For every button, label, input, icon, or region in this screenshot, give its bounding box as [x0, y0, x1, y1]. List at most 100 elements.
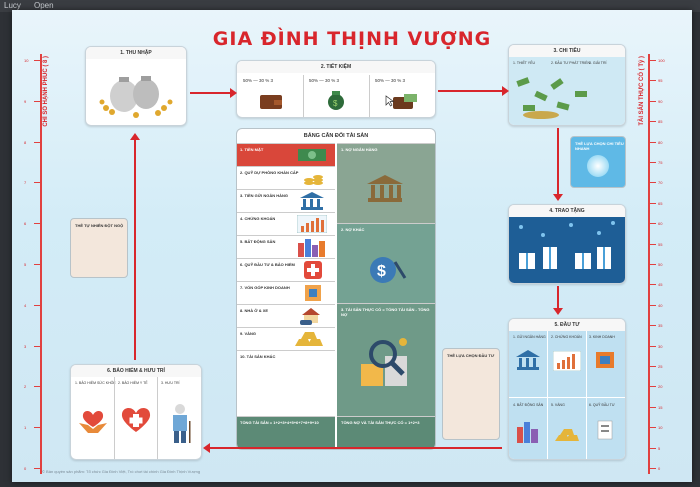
spending-card-title: 3. CHI TIÊU: [509, 45, 625, 57]
browser-bar: Lucy Open: [0, 0, 700, 12]
axis-tick-label: 3: [24, 343, 27, 349]
axis-tick: [650, 100, 656, 102]
handshake-icon: [305, 285, 321, 301]
axis-tick: [34, 141, 40, 143]
left-axis: [40, 54, 42, 474]
quick-spending-card[interactable]: THẺ LỰA CHỌN CHI TIÊU NHANH: [570, 136, 626, 188]
saving-cell: 50% — 30 % 3: [243, 78, 274, 83]
axis-tick: [34, 427, 40, 429]
stock-chart-icon: [297, 215, 327, 233]
browser-bar-item[interactable]: Open: [34, 1, 54, 10]
axis-tick-label: 40: [658, 302, 663, 308]
asset-row[interactable]: 3. TIỀN GỬI NGÂN HÀNG: [237, 189, 335, 213]
axis-tick: [34, 264, 40, 265]
axis-tick: [650, 223, 656, 225]
axis-tick: [650, 447, 656, 449]
asset-row-label: 8. NHÀ Ở & XE: [240, 308, 269, 313]
board-title: GIA ĐÌNH THỊNH VƯỢNG: [212, 28, 492, 50]
axis-tick: [34, 223, 40, 225]
axis-tick: [34, 182, 40, 184]
other-debt-box[interactable]: 2. NỢ KHÁC $: [337, 223, 435, 304]
quick-spending-label: THẺ LỰA CHỌN CHI TIÊU NHANH: [575, 141, 624, 151]
asset-row[interactable]: 8. NHÀ Ở & XE: [237, 304, 335, 328]
axis-tick-label: 35: [658, 323, 663, 329]
axis-tick-label: 0: [24, 466, 27, 471]
asset-row[interactable]: 6. QUỸ ĐẦU TƯ & BẢO HIỂM: [237, 258, 335, 282]
saving-card[interactable]: 2. TIẾT KIỆM 50% — 30 % 3 50% — 30 % 3 5…: [236, 60, 436, 118]
giving-card[interactable]: 4. TRAO TẶNG: [508, 204, 626, 284]
investment-choice-card[interactable]: THẺ LỰA CHỌN ĐẦU TƯ: [442, 348, 500, 440]
wallet-icon: [260, 95, 282, 109]
bank-debt-box[interactable]: 1. NỢ NGÂN HÀNG: [337, 143, 435, 224]
axis-tick-label: 50: [658, 262, 663, 267]
axis-tick: [650, 264, 656, 265]
saving-card-title: 2. TIẾT KIỆM: [237, 61, 435, 73]
axis-tick-label: 5: [24, 262, 27, 267]
asset-row-label: 3. TIỀN GỬI NGÂN HÀNG: [240, 193, 288, 198]
buildings-icon: [298, 239, 325, 257]
asset-row[interactable]: 5. BẤT ĐỘNG SẢN: [237, 235, 335, 259]
investment-choice-label: THẺ LỰA CHỌN ĐẦU TƯ: [447, 353, 495, 358]
axis-tick-label: 90: [658, 98, 663, 104]
bank-icon: [367, 175, 403, 202]
axis-tick-label: 6: [24, 221, 27, 227]
insurance-card[interactable]: 6. BẢO HIỂM & HƯU TRÍ 1. BẢO HIỂM SỨC KH…: [70, 364, 202, 460]
business-icon: [596, 352, 614, 368]
axis-tick-label: 85: [658, 119, 663, 125]
asset-row-label: 4. CHỨNG KHOÁN: [240, 216, 276, 221]
arrow-head: [553, 308, 563, 315]
bank-icon: [300, 192, 324, 210]
gold-bars-icon: [555, 429, 579, 441]
asset-row[interactable]: 7. VỐN GÓP KINH DOANH: [237, 281, 335, 305]
browser-bar-item[interactable]: Lucy: [4, 1, 21, 10]
arrow-head: [130, 133, 140, 140]
bank-icon: [516, 350, 540, 370]
axis-tick-label: 7: [24, 180, 27, 186]
income-card-title: 1. THU NHẬP: [86, 47, 186, 59]
other-debt-label: 2. NỢ KHÁC: [341, 227, 365, 232]
axis-tick: [34, 304, 40, 306]
axis-tick: [650, 468, 656, 469]
saving-cell: 50% — 30 % 3: [309, 78, 340, 83]
svg-text:$: $: [377, 263, 386, 280]
invest-cell: 5. VÀNG: [551, 403, 565, 407]
asset-row[interactable]: 1. TIỀN MẶT: [237, 143, 335, 167]
axis-tick: [650, 427, 656, 429]
arrow-head: [553, 194, 563, 201]
invest-cell: 4. BẤT ĐỘNG SẢN: [513, 403, 544, 407]
axis-tick: [34, 468, 40, 469]
spending-cell: 2. ĐẦU TƯ PHÁT TRIỂN: [551, 61, 590, 65]
axis-tick: [650, 162, 656, 163]
flying-money-icon: [516, 77, 587, 119]
axis-tick-label: 25: [658, 364, 663, 369]
sudden-event-label: THẺ TỰ NHIÊN ĐỘT NGỘ: [75, 223, 124, 228]
axis-tick-label: 10: [658, 425, 663, 431]
net-worth-box[interactable]: 3. TÀI SẢN THỰC CÓ = TỔNG TÀI SẢN - TỔNG…: [337, 303, 435, 417]
sudden-event-card[interactable]: THẺ TỰ NHIÊN ĐỘT NGỘ: [70, 218, 128, 278]
debt-total: TỔNG NỢ VÀ TÀI SẢN THỰC CÓ = 1+2+3: [337, 416, 435, 449]
flow-arrow: [210, 447, 502, 449]
income-card[interactable]: 1. THU NHẬP: [85, 46, 187, 126]
copyright-footer: © Bản quyền sản phẩm: Tổ chức Gia Đình V…: [42, 469, 201, 474]
axis-tick: [650, 243, 656, 245]
balance-sheet: BẢNG CÂN ĐỐI TÀI SẢN 1. TIỀN MẶT 2. QUỸ …: [236, 128, 436, 450]
insurance-cell: 3. HƯU TRÍ: [161, 381, 180, 385]
axis-tick-label: 15: [658, 404, 663, 410]
asset-row[interactable]: 9. VÀNG: [237, 327, 335, 351]
flow-arrow: [134, 140, 136, 360]
spending-card[interactable]: 3. CHI TIÊU 1. THIẾT YẾU 2. ĐẦU TƯ PHÁT …: [508, 44, 626, 126]
money-bags-icon: [99, 76, 173, 118]
spending-cell: 3. GIẢI TRÍ: [589, 61, 607, 65]
axis-tick: [650, 325, 656, 327]
asset-row-label: 5. BẤT ĐỘNG SẢN: [240, 239, 276, 244]
axis-tick-label: 95: [658, 78, 663, 84]
invest-cell: 6. QUỸ ĐẦU TƯ: [589, 403, 615, 407]
asset-row[interactable]: 10. TÀI SẢN KHÁC: [237, 350, 335, 391]
medical-heart-icon: [121, 407, 151, 432]
axis-tick: [650, 304, 656, 306]
asset-row[interactable]: 4. CHỨNG KHOÁN: [237, 212, 335, 236]
asset-row[interactable]: 2. QUỸ DỰ PHÒNG KHẨN CẤP: [237, 166, 335, 190]
cursor-icon: [385, 95, 395, 107]
asset-row-label: 10. TÀI SẢN KHÁC: [240, 354, 276, 359]
investing-card[interactable]: 5. ĐẦU TƯ 1. GỬI NGÂN HÀNG 2. CHỨNG KHOÁ…: [508, 318, 626, 460]
